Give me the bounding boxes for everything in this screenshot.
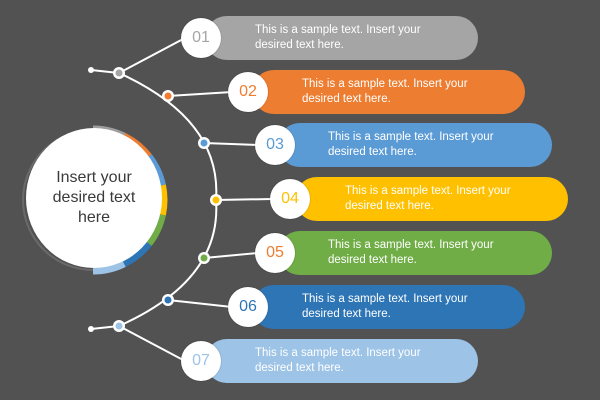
step-number-07: 07 xyxy=(192,352,210,369)
step-text-02: This is a sample text. Insert your desir… xyxy=(302,78,468,105)
step-number-badge-01: 01 xyxy=(181,18,221,58)
branch-02 xyxy=(167,91,233,97)
step-number-badge-06: 06 xyxy=(228,287,268,327)
center-text-line-1: Insert your xyxy=(56,169,132,186)
branch-01 xyxy=(118,37,186,74)
step-number-badge-02: 02 xyxy=(228,72,268,112)
ring-segment-sky-blue xyxy=(92,258,126,275)
junction-dot-03 xyxy=(198,137,210,149)
step-number-03: 03 xyxy=(266,136,284,153)
step-text-06: This is a sample text. Insert your desir… xyxy=(302,293,468,320)
step-number-01: 01 xyxy=(192,29,210,46)
step-pill-05: This is a sample text. Insert your desir… xyxy=(278,231,552,275)
step-pill-03: This is a sample text. Insert your desir… xyxy=(278,123,552,167)
ring-segment-dark-blue xyxy=(121,240,152,267)
junction-dot-04 xyxy=(210,194,222,206)
ring-segment-green xyxy=(144,213,166,246)
step-number-04: 04 xyxy=(281,190,299,207)
tail-dot-bottom xyxy=(88,326,94,332)
step-pill-02: This is a sample text. Insert your desir… xyxy=(252,70,525,114)
center-circle: Insert your desired text here xyxy=(26,128,162,268)
junction-dot-02 xyxy=(162,90,174,102)
step-number-02: 02 xyxy=(239,83,257,100)
step-pill-07: This is a sample text. Insert your desir… xyxy=(205,339,478,383)
step-number-badge-03: 03 xyxy=(255,125,295,165)
step-number-badge-04: 04 xyxy=(270,179,310,219)
center-text-line-3: here xyxy=(77,209,111,226)
step-pill-04: This is a sample text. Insert your desir… xyxy=(295,177,568,221)
step-number-badge-05: 05 xyxy=(255,233,295,273)
step-text-07: This is a sample text. Insert your desir… xyxy=(255,347,421,374)
junction-dot-01 xyxy=(113,67,125,79)
junction-dot-05 xyxy=(198,252,210,264)
step-pill-01: This is a sample text. Insert your desir… xyxy=(205,16,478,60)
center-text-line-2: desired text xyxy=(52,189,136,206)
junction-dot-07 xyxy=(113,320,125,332)
step-number-badge-07: 07 xyxy=(181,341,221,381)
branch-07 xyxy=(118,325,186,362)
step-number-06: 06 xyxy=(239,298,257,315)
ring-segment-yellow xyxy=(157,184,168,216)
step-text-03: This is a sample text. Insert your desir… xyxy=(328,131,494,158)
branch-04 xyxy=(215,198,273,201)
step-pill-06: This is a sample text. Insert your desir… xyxy=(252,285,525,329)
step-text-05: This is a sample text. Insert your desir… xyxy=(328,239,494,266)
branch-03 xyxy=(203,142,259,146)
step-text-04: This is a sample text. Insert your desir… xyxy=(345,185,511,212)
tail-dot-top xyxy=(88,67,94,73)
branch-06 xyxy=(167,299,233,308)
center-text: Insert your desired text here xyxy=(44,168,144,228)
step-number-05: 05 xyxy=(266,244,284,261)
step-text-01: This is a sample text. Insert your desir… xyxy=(255,24,421,51)
junction-dot-06 xyxy=(162,294,174,306)
branch-05 xyxy=(203,252,259,259)
